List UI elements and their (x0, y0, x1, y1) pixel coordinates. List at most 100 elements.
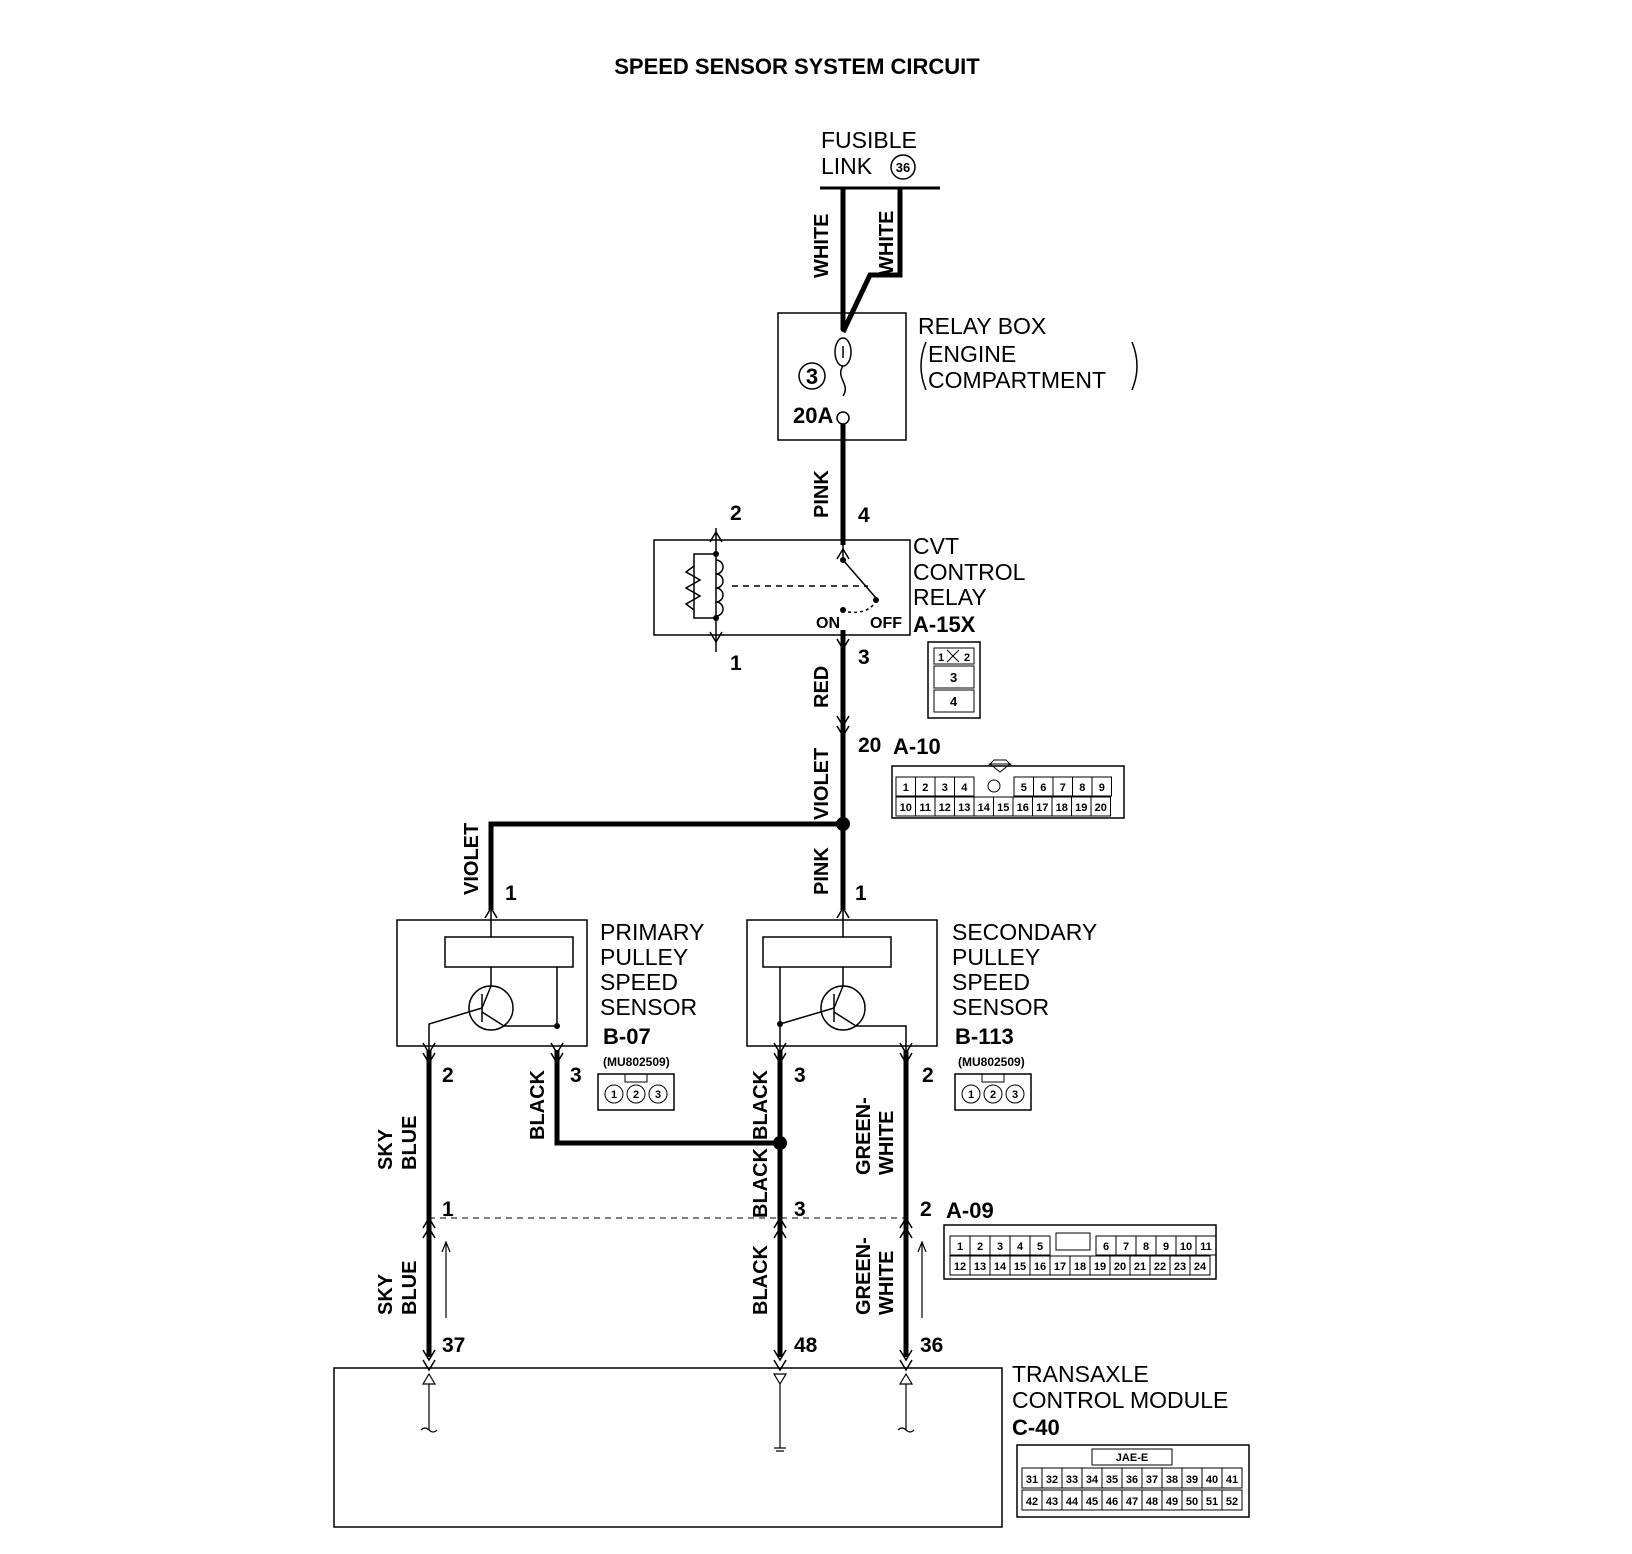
connector-pin-label: 5 (1037, 1241, 1043, 1253)
connector-pin-label: 35 (1106, 1474, 1118, 1486)
connector-pin-label: 52 (1226, 1496, 1238, 1508)
connector-pin-label: 34 (1086, 1474, 1099, 1486)
wire-label-green-upper: GREEN- (853, 1097, 875, 1175)
tcm-label-2: CONTROL MODULE (1012, 1387, 1228, 1413)
connector-pin-label: 40 (1206, 1474, 1218, 1486)
connector-pin-label: 13 (974, 1261, 986, 1273)
wire-label-violet-main: VIOLET (811, 748, 833, 820)
connector-pin-label: 8 (1079, 782, 1085, 794)
primary-sensor (396, 906, 588, 1060)
relay-off-label: OFF (870, 615, 902, 632)
secondary-sensor-part-number: (MU802509) (958, 1055, 1025, 1069)
relay-box-label-3: COMPARTMENT (928, 367, 1106, 393)
cvt-relay-pin-4: 4 (858, 504, 870, 527)
secondary-sensor-label-2: PULLEY (952, 944, 1040, 970)
fusible-link-number-circle (890, 154, 916, 180)
connector-pin-label: 45 (1086, 1496, 1098, 1508)
secondary-pin-1: 1 (855, 882, 867, 905)
svg-text:3: 3 (655, 1089, 661, 1101)
connector-pin-label: 21 (1134, 1261, 1146, 1273)
tcm-box (333, 1367, 1003, 1528)
primary-pin-2: 2 (442, 1064, 454, 1087)
wire-violet-primary (488, 821, 843, 910)
connector-pin-label: 7 (1060, 782, 1066, 794)
a10-pin-20: 20 (858, 734, 881, 757)
connector-pin-label: 50 (1186, 1496, 1198, 1508)
tcm-pin-37: 37 (442, 1334, 465, 1357)
connector-pin-label: 14 (978, 802, 991, 814)
connector-pin-label: 12 (954, 1261, 966, 1273)
connector-pin-label: 11 (1200, 1241, 1212, 1253)
wire-label-sky-upper: SKY (375, 1128, 397, 1170)
fuse-number-circle (798, 362, 826, 390)
connector-pin-label: 37 (1146, 1474, 1158, 1486)
connector-pin-label: 36 (1126, 1474, 1138, 1486)
wire-label-black-lower: BLACK (750, 1244, 772, 1315)
a10-connector-id: A-10 (893, 734, 941, 759)
wire-white-2 (840, 188, 903, 334)
connector-pin-label: 8 (1143, 1241, 1149, 1253)
connector-pin-label: 4 (961, 782, 968, 794)
connector-pin-label: 2 (977, 1241, 983, 1253)
primary-sensor-label-4: SENSOR (600, 994, 697, 1020)
fuse-rating: 20A (793, 403, 833, 428)
connector-pin-cell (1029, 1235, 1051, 1256)
wire-black-primary (554, 1050, 780, 1146)
svg-text:1: 1 (611, 1089, 617, 1101)
wire-label-pink-secondary: PINK (811, 847, 833, 895)
connector-pin-label: 16 (1017, 802, 1029, 814)
connector-pin-cell (1189, 1255, 1211, 1276)
wire-label-white-2: WHITE (876, 211, 898, 275)
connector-pin-label: 1 (903, 782, 909, 794)
connector-pin-label: 46 (1106, 1496, 1118, 1508)
secondary-pin-2: 2 (922, 1064, 934, 1087)
primary-sensor-label-1: PRIMARY (600, 919, 704, 945)
relay-box-label-1: RELAY BOX (918, 313, 1046, 339)
diagram-title: SPEED SENSOR SYSTEM CIRCUIT (614, 54, 980, 79)
connector-pin-label: 13 (958, 802, 970, 814)
fusible-link-label-2: LINK (821, 153, 873, 179)
c40-header: JAE-E (1116, 1452, 1148, 1464)
secondary-transistor-icon (820, 985, 866, 1031)
b07-connector-icon: 1 2 3 (597, 1073, 675, 1111)
tcm-connector-id: C-40 (1012, 1415, 1060, 1440)
connector-pin-label: 51 (1206, 1496, 1218, 1508)
wire-label-red: RED (811, 666, 833, 708)
connector-pin-label: 17 (1036, 802, 1048, 814)
fuse-element (840, 365, 846, 397)
cvt-relay-label-3: RELAY (913, 584, 987, 610)
fuse-number: 3 (806, 364, 818, 389)
connector-pin-label: 33 (1066, 1474, 1078, 1486)
connector-pin-label: 38 (1166, 1474, 1178, 1486)
connector-pin-label: 18 (1056, 802, 1068, 814)
connector-pin-label: 10 (1180, 1241, 1192, 1253)
connector-pin-label: 43 (1046, 1496, 1058, 1508)
connector-pin-label: 2 (922, 782, 928, 794)
connector-pin-label: 4 (1017, 1241, 1024, 1253)
svg-text:2: 2 (990, 1089, 996, 1101)
connector-pin-label: 6 (1040, 782, 1046, 794)
connector-pin-cell (1090, 796, 1111, 817)
fusible-link-number: 36 (896, 160, 910, 175)
a15x-connector-icon (927, 641, 981, 719)
connector-pin-label: 16 (1034, 1261, 1046, 1273)
connector-pin-label: 1 (957, 1241, 963, 1253)
connector-pin-cell (1195, 1235, 1217, 1256)
primary-sensor-label-3: SPEED (600, 969, 678, 995)
svg-text:4: 4 (950, 694, 958, 709)
a09-pin-3: 3 (794, 1198, 806, 1221)
connector-pin-label: 48 (1146, 1496, 1158, 1508)
connector-pin-label: 20 (1114, 1261, 1126, 1273)
relay-switch-arm (842, 559, 877, 599)
connector-pin-label: 20 (1095, 802, 1107, 814)
primary-pin-1: 1 (505, 882, 517, 905)
resistor-icon (684, 565, 702, 611)
b113-connector-icon: 1 2 3 (954, 1073, 1032, 1111)
a09-connector-id: A-09 (946, 1198, 994, 1223)
svg-text:2: 2 (964, 652, 970, 664)
connector-pin-label: 24 (1194, 1261, 1207, 1273)
secondary-sensor (746, 906, 938, 1060)
connector-pin-label: 15 (1014, 1261, 1026, 1273)
